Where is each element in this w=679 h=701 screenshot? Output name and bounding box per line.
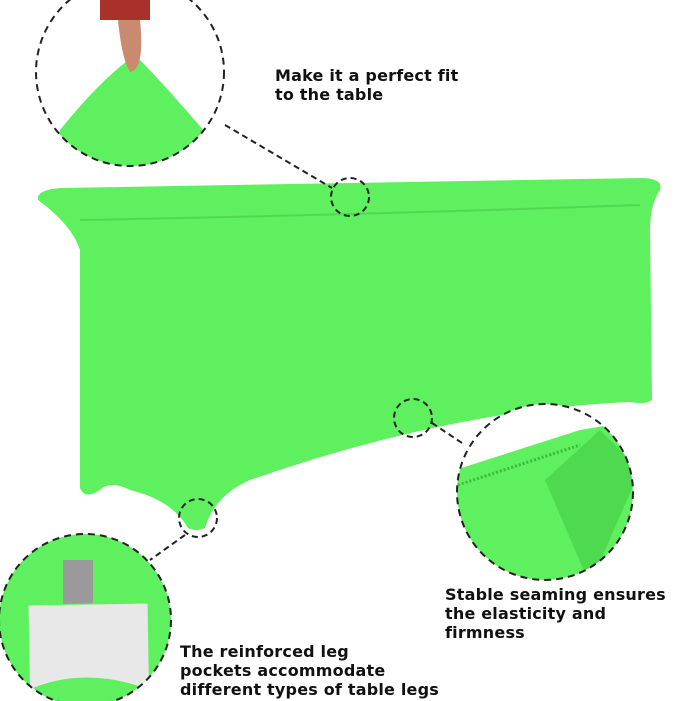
callout-line: to the table	[275, 85, 384, 104]
callout-leg-pockets: The reinforced leg pockets accommodate d…	[180, 642, 439, 699]
callout-connectors	[149, 124, 466, 561]
callout-line: Make it a perfect fit	[275, 66, 459, 85]
callout-line: different types of table legs	[180, 680, 439, 699]
corner-detail-image	[36, 0, 224, 166]
callout-line: Stable seaming ensures	[445, 585, 666, 604]
callout-fit: Make it a perfect fit to the table	[275, 66, 458, 104]
leg-pocket-detail-image	[0, 534, 171, 701]
callout-line: pockets accommodate	[180, 661, 386, 680]
callout-line: the elasticity and	[445, 604, 607, 623]
table-top-edge	[79, 204, 641, 221]
table-cover	[37, 178, 661, 530]
callout-line: firmness	[445, 623, 525, 642]
seam-detail-image	[457, 404, 633, 580]
callout-line: The reinforced leg	[180, 642, 349, 661]
callout-seaming: Stable seaming ensures the elasticity an…	[445, 585, 666, 642]
